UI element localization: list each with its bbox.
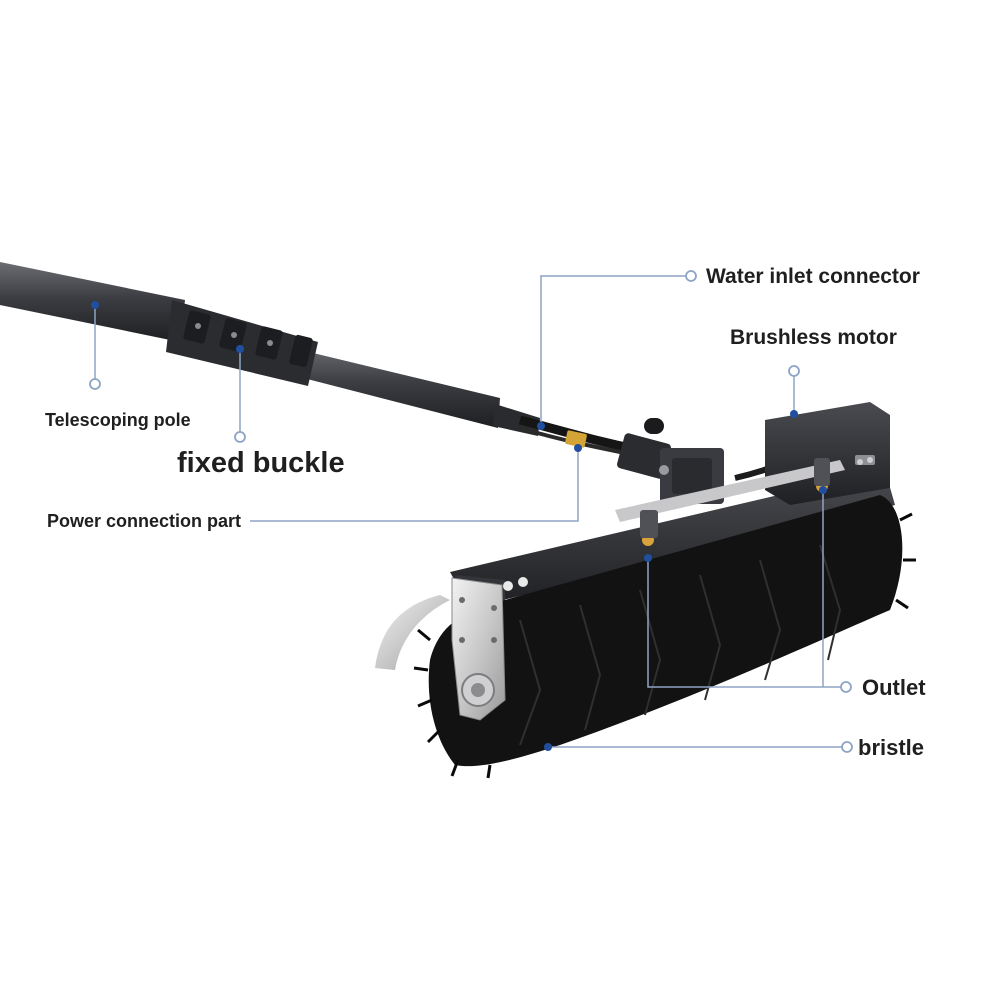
callout-open-dot [234, 431, 246, 443]
bristle-roll [413, 495, 916, 779]
callout-anchor-dot [790, 410, 798, 418]
label-brushless-motor: Brushless motor [730, 326, 897, 349]
callout-line-water-inlet [540, 275, 691, 426]
callout-anchor-dot [91, 301, 99, 309]
label-outlet: Outlet [862, 675, 926, 700]
fixed-buckle [166, 300, 318, 386]
callout-dots [89, 270, 853, 753]
callout-open-dot [840, 681, 852, 693]
label-fixed-buckle: fixed buckle [177, 447, 345, 479]
callout-open-dot [788, 365, 800, 377]
callout-line-outlet [647, 488, 845, 688]
callout-lines [94, 275, 845, 748]
side-plate [375, 577, 528, 721]
callout-anchor-dot [574, 444, 582, 452]
label-power-connection-part: Power connection part [47, 511, 242, 531]
callout-anchor-dot [537, 422, 545, 430]
label-telescoping-pole: Telescoping pole [45, 410, 191, 430]
callout-anchor-dot [544, 743, 552, 751]
callout-anchor-dot [644, 554, 652, 562]
callout-open-dot [841, 741, 853, 753]
callout-anchor-dot [819, 486, 827, 494]
label-water-inlet-connector: Water inlet connector [706, 265, 920, 288]
callout-open-dot [685, 270, 697, 282]
callout-anchor-dot [236, 345, 244, 353]
label-bristle: bristle [858, 735, 925, 760]
callout-line-power [250, 448, 579, 522]
callout-open-dot [89, 378, 101, 390]
